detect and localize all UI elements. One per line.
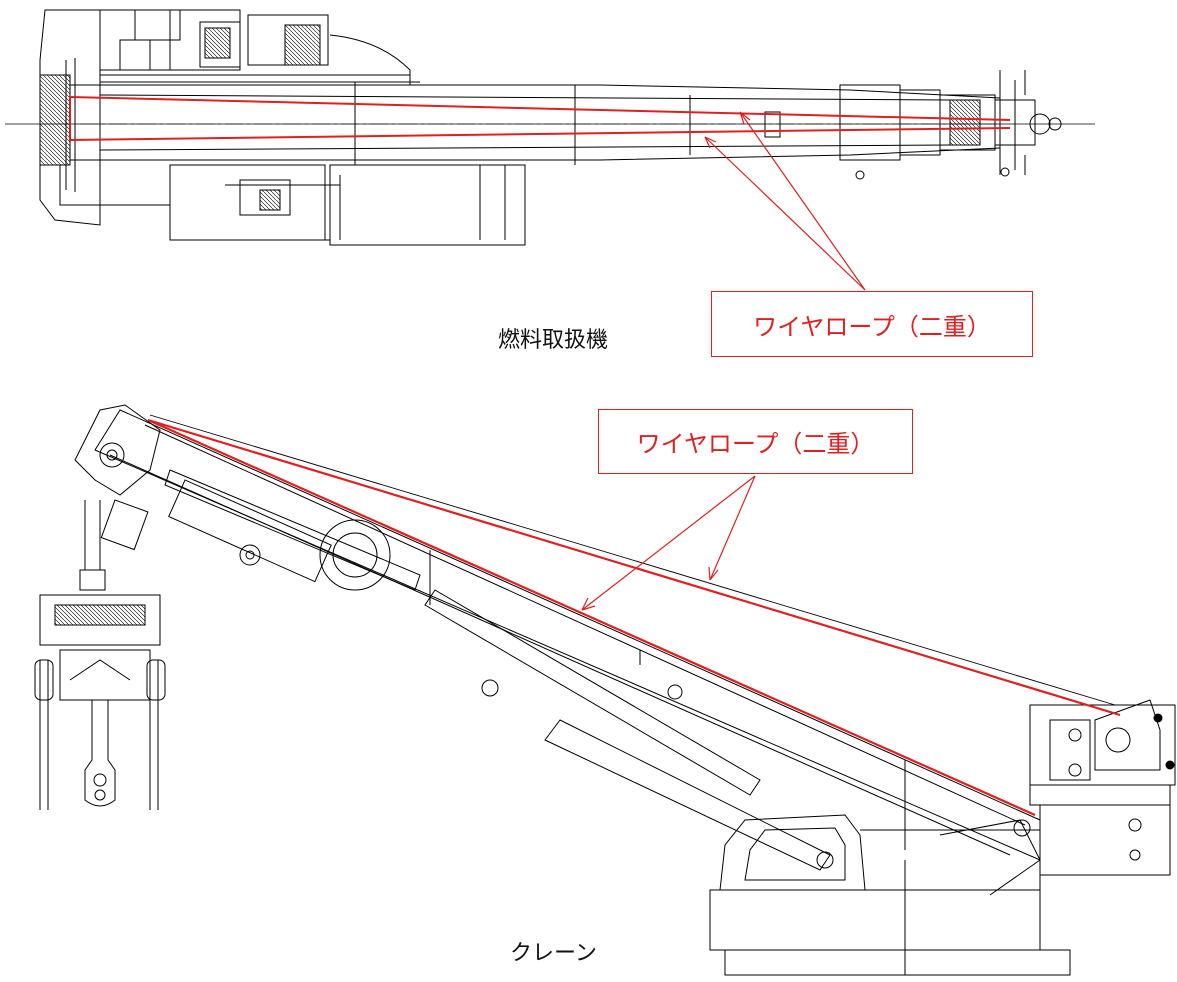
crane-wire-rope bbox=[147, 418, 1121, 817]
fuel-handling-machine-drawing bbox=[5, 9, 1095, 246]
crane-caption: クレーン bbox=[510, 941, 597, 966]
crane-callout-arrows bbox=[581, 475, 756, 611]
fuel-machine-callout-box: ワイヤロープ（二重） bbox=[711, 291, 1033, 357]
crane-drawing bbox=[34, 404, 1176, 976]
fuel-machine-callout-arrows bbox=[704, 111, 866, 291]
crane-callout-box: ワイヤロープ（二重） bbox=[598, 409, 913, 474]
fuel-machine-wire-rope bbox=[69, 96, 1011, 141]
fuel-machine-caption: 燃料取扱機 bbox=[498, 328, 609, 353]
crane-secondary-rope bbox=[149, 414, 1116, 706]
